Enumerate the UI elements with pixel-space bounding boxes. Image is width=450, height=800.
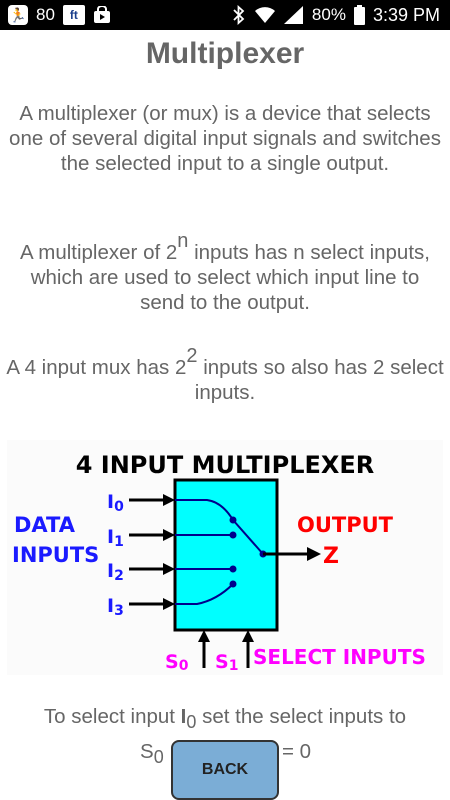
p3-text-after: inputs so also has 2 select inputs. [194, 356, 444, 404]
runner-icon: 🏃 [8, 5, 28, 25]
status-bar: 🏃 80 ft 80% 3:39 PM [0, 0, 450, 30]
p2-superscript: n [177, 230, 189, 253]
select-label-s0: S0 [165, 651, 189, 674]
input-label-i0: I0 [107, 491, 124, 515]
multiplexer-diagram: 4 INPUT MULTIPLEXER DATA INPUTS I0 I1 I2… [7, 440, 443, 675]
p3-text-before: A 4 input mux has 2 [6, 356, 187, 379]
output-arrow [263, 547, 321, 561]
notification-count: 80 [36, 5, 55, 24]
select-value-line: S0 = 0 [0, 740, 450, 780]
p4-subscript: 0 [186, 712, 197, 733]
mux-internal-dots [229, 516, 267, 588]
back-button[interactable]: BACK [171, 740, 279, 800]
p4-text-after: set the select inputs to [196, 705, 407, 728]
p3-superscript: 2 [186, 345, 198, 368]
p4-input-symbol: I [180, 705, 187, 728]
multiplexer-diagram-svg: 4 INPUT MULTIPLEXER DATA INPUTS I0 I1 I2… [12, 451, 426, 674]
data-inputs-label-1: DATA [14, 513, 76, 537]
input-arrows [129, 494, 175, 610]
select-inputs-label: SELECT INPUTS [253, 645, 426, 669]
battery-icon [353, 5, 365, 25]
p2-text-after: inputs has n select inputs, which are us… [30, 241, 430, 314]
status-bar-right: 80% 3:39 PM [232, 5, 440, 26]
shopping-bag-icon [93, 6, 111, 24]
output-var: Z [323, 544, 339, 569]
battery-percent: 80% [311, 5, 346, 24]
p4-text-before: To select input [43, 705, 181, 728]
data-inputs-label-2: INPUTS [12, 543, 99, 567]
ft-app-icon: ft [62, 5, 85, 25]
signal-icon [283, 6, 304, 24]
select-instruction: To select input I0 set the select inputs… [6, 704, 444, 733]
select-label-s1: S1 [215, 651, 238, 674]
mux-internal-lines [175, 499, 264, 605]
p2-text-before: A multiplexer of 2 [20, 241, 178, 264]
s0-label: S0 [140, 740, 164, 768]
four-input-paragraph: A 4 input mux has 22 inputs so also has … [6, 346, 444, 405]
input-label-i2: I2 [107, 560, 124, 584]
s0-symbol: S [140, 740, 154, 763]
input-label-i3: I3 [107, 595, 124, 619]
select-arrows [198, 630, 254, 668]
wifi-icon [254, 6, 276, 24]
status-bar-left: 🏃 80 ft [8, 5, 111, 25]
clock: 3:39 PM [372, 4, 440, 25]
page-title: Multiplexer [145, 37, 305, 70]
input-label-i1: I1 [107, 526, 124, 550]
select-inputs-paragraph: A multiplexer of 2n inputs has n select … [6, 231, 444, 315]
ft-logo-text: ft [69, 8, 78, 22]
s0-value: = 0 [282, 740, 312, 763]
s0-subscript: 0 [153, 747, 164, 768]
intro-paragraph: A multiplexer (or mux) is a device that … [9, 102, 441, 175]
output-label: OUTPUT [297, 513, 394, 537]
bluetooth-icon [232, 5, 246, 25]
diagram-title: 4 INPUT MULTIPLEXER [76, 451, 375, 479]
